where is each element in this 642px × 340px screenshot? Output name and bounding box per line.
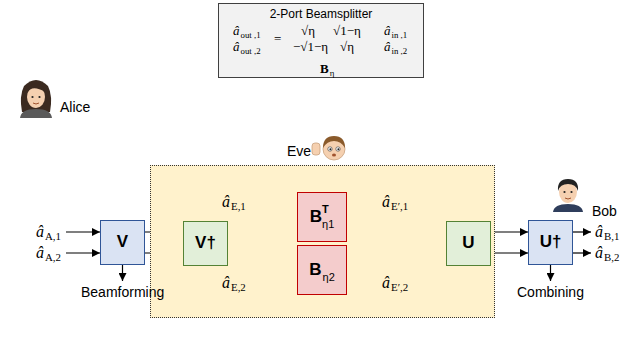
subscript: η [330,68,335,78]
matrix-entry: √1−η [333,24,361,37]
equals-sign: = [274,32,281,45]
unitary-box: U [446,221,491,266]
subscript: E,1 [231,200,246,212]
output-arrow [573,231,591,232]
party-name: Bob [592,203,617,219]
node-index: η1 [322,218,334,230]
signal-name: â [222,193,230,210]
signal-name: âE′,2 [382,275,408,291]
signal-name: â [595,244,603,261]
matrix-entry: √η [301,24,315,37]
alice-icon [20,80,52,118]
bob-icon [553,179,583,212]
matrix-entry: √1−η [333,23,361,38]
matrix-entry: √η [340,39,354,54]
stage-name: Beamforming [81,285,164,299]
subscript: in ,2 [392,46,408,56]
matrix-entry: −√1−η [293,39,328,54]
signal-name: â [222,274,230,291]
subscript: out ,2 [241,46,261,56]
eve-region: EveV†BTη1Bη2U [150,165,495,318]
matrix-entry: √η [340,40,354,53]
matrix-name: B [320,61,329,76]
subscript: B,2 [604,251,619,263]
node-index: T [322,203,329,215]
stage-name: Combining [517,284,584,300]
beamforming-box: V [100,220,145,265]
operator-symbol: â [233,23,240,38]
subscript: out ,1 [241,30,261,40]
eve-icon [312,136,345,160]
stage-name: Combining [517,285,584,299]
down-arrow [122,265,123,281]
beamsplitter-box: BTη1 [297,192,347,242]
subscript: B,1 [604,230,619,242]
party-name: Alice [60,100,90,114]
subscript: A,1 [45,230,61,242]
node-label: U† [540,233,562,252]
signal-name: âE′,1 [382,194,408,210]
input-arrow [66,252,100,253]
operator-symbol: âout ,1 [233,24,261,37]
signal-name: âE,2 [222,275,246,291]
signal-name: âA,1 [36,224,61,240]
signal-name: â [382,193,390,210]
operator-symbol: â [384,39,391,54]
input-arrow [66,231,100,232]
node-label: U [462,234,474,253]
party-name: Bob [592,204,617,218]
subscript: A,2 [45,251,61,263]
unitary-box: V† [183,221,228,266]
signal-name: â [595,223,603,240]
stage-name: Beamforming [81,284,164,300]
output-arrow [573,252,591,253]
operator-symbol: âout ,2 [233,40,261,53]
subscript: E,2 [231,281,246,293]
signal-name: âB,1 [595,224,619,240]
equals-sign: = [274,31,281,46]
operator-symbol: âin ,1 [384,24,407,37]
hand [312,143,320,155]
matrix-name: Bη [320,62,334,75]
subscript: E′,1 [391,200,408,212]
node-label: B [309,261,321,280]
signal-name: âB,2 [595,245,619,261]
signal-name: âA,2 [36,245,61,261]
combining-box: U† [528,220,573,265]
node-label: B [310,208,322,227]
operator-symbol: âin ,2 [384,40,407,53]
subscript: in ,1 [392,30,408,40]
signal-name: â [36,244,44,261]
node-label: 2-Port Beamsplitter [270,8,373,21]
operator-symbol: â [233,39,240,54]
signal-name: âE,1 [222,194,246,210]
party-name: Alice [60,99,90,115]
connector-arrow [491,252,528,253]
node-label: V [117,233,128,252]
node-label: V† [195,234,216,253]
beamsplitter-box: Bη2 [297,245,347,295]
matrix-entry: √η [301,23,315,38]
connector-arrow [491,231,528,232]
operator-symbol: â [384,23,391,38]
node-label: Eve [287,144,311,159]
matrix-entry: −√1−η [293,40,328,53]
subscript: E′,2 [391,281,408,293]
down-arrow [550,265,551,281]
node-index: η2 [323,271,335,283]
signal-name: â [36,223,44,240]
signal-name: â [382,274,390,291]
